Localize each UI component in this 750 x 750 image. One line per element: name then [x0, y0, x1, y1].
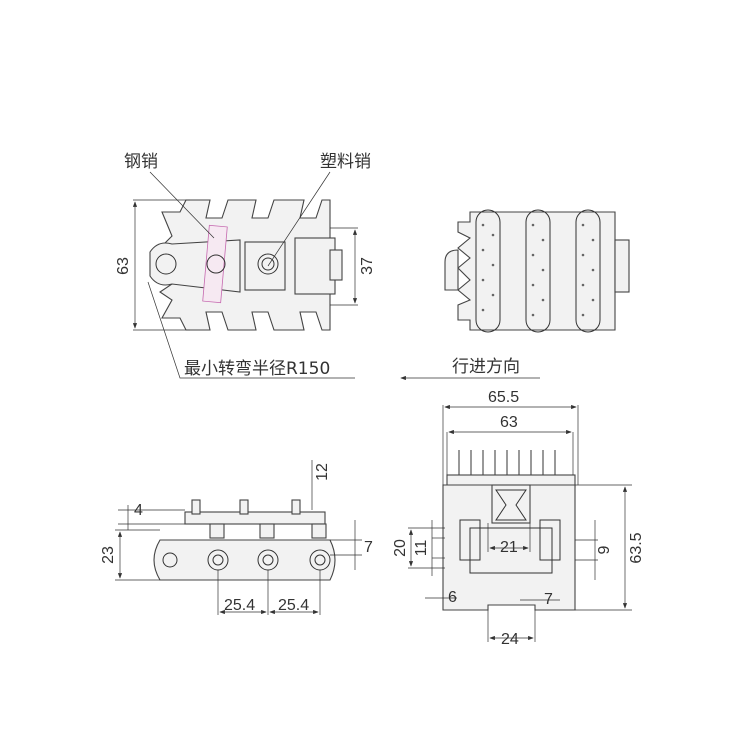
plastic-pin-leader	[267, 171, 331, 267]
steel-pin-label: 钢销	[124, 152, 158, 172]
dim-63-section: 63	[500, 414, 518, 431]
steel-pin-leader	[149, 171, 215, 239]
dim-63-top: 63	[115, 257, 132, 275]
dim-21: 21	[500, 539, 518, 556]
chain-side-view	[115, 460, 362, 615]
travel-direction-label: 行进方向	[452, 357, 520, 377]
dim-20: 20	[392, 539, 409, 557]
dim-24: 24	[501, 631, 519, 648]
dim-pitch-2: 25.4	[278, 597, 309, 614]
dim-23: 23	[100, 546, 117, 564]
chain-bottom-view	[444, 209, 630, 333]
dim-pitch-1: 25.4	[224, 597, 255, 614]
dim-7-side: 7	[364, 539, 373, 556]
dim-6: 6	[448, 589, 457, 606]
dim-63-5: 63.5	[628, 532, 645, 563]
dim-37: 37	[359, 257, 376, 275]
radius-leader	[147, 281, 355, 379]
chain-top-view	[132, 171, 358, 379]
dim-65-5: 65.5	[488, 389, 519, 406]
dim-9: 9	[596, 545, 613, 554]
dim-12: 12	[314, 463, 331, 481]
min-turn-radius-label: 最小转弯半径R150	[184, 359, 330, 379]
chain-cross-section	[408, 404, 632, 642]
dim-4: 4	[134, 502, 143, 519]
dim-7-section: 7	[544, 591, 553, 608]
plastic-pin-label: 塑料销	[320, 152, 371, 172]
dim-11: 11	[413, 540, 430, 557]
